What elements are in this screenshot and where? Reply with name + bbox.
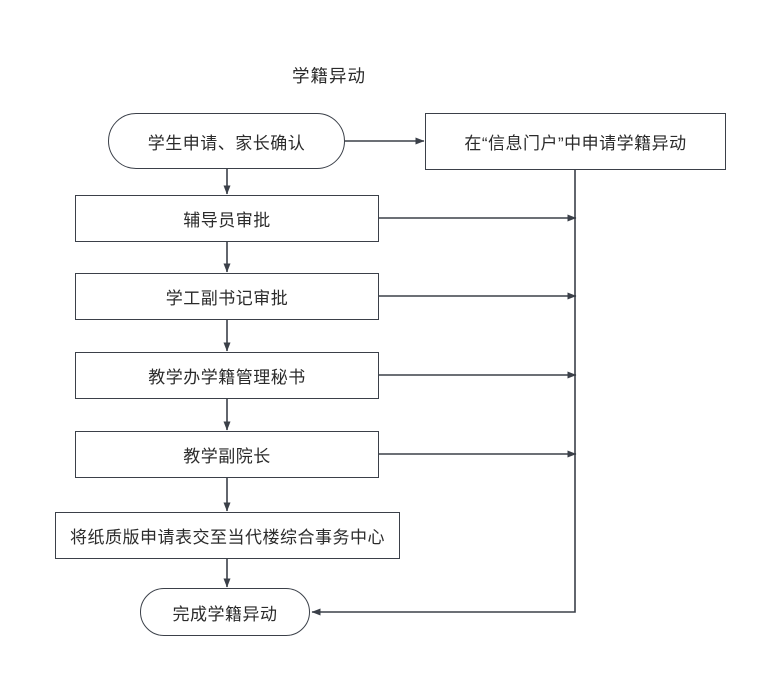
diagram-title: 学籍异动 bbox=[292, 66, 366, 86]
node-submit-paper-form[interactable]: 将纸质版申请表交至当代楼综合事务中心 bbox=[55, 512, 400, 559]
node-registry-secretary-approve[interactable]: 教学办学籍管理秘书 bbox=[75, 352, 379, 399]
node-portal-apply[interactable]: 在“信息门户”中申请学籍异动 bbox=[425, 113, 726, 170]
node-vice-dean-approve[interactable]: 教学副院长 bbox=[75, 431, 379, 478]
node-counselor-approve[interactable]: 辅导员审批 bbox=[75, 195, 379, 242]
node-deputy-secretary-approve[interactable]: 学工副书记审批 bbox=[75, 273, 379, 320]
node-finish[interactable]: 完成学籍异动 bbox=[140, 588, 310, 636]
node-student-apply[interactable]: 学生申请、家长确认 bbox=[108, 113, 345, 169]
